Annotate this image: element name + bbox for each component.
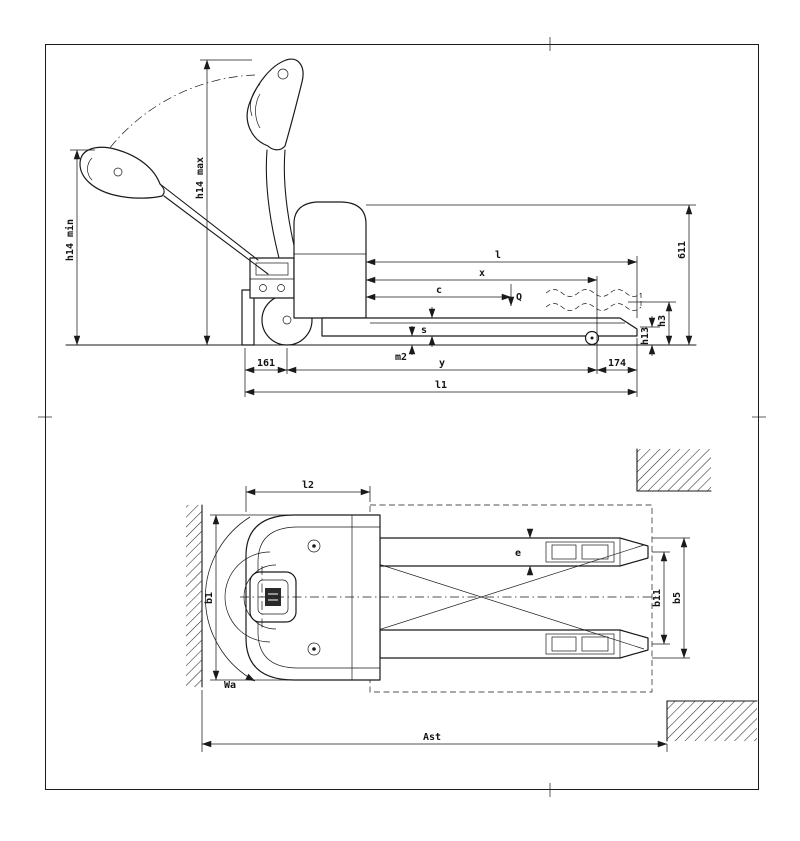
steer-wheel-pad bbox=[265, 588, 281, 606]
drive-wheel-hub bbox=[282, 315, 292, 325]
dimension-ast: Ast bbox=[201, 690, 668, 752]
dim-label-ast: Ast bbox=[423, 732, 441, 743]
dim-label-h14-min: h14 min bbox=[64, 219, 76, 261]
dim-label-b1: b1 bbox=[204, 592, 215, 604]
steer-wheel-unit bbox=[249, 571, 297, 623]
dim-label-h13: h13 bbox=[640, 327, 651, 345]
dim-label-b11: b11 bbox=[652, 589, 663, 607]
dimension-611: 611 bbox=[366, 204, 696, 346]
dim-label-161: 161 bbox=[257, 358, 275, 369]
bracket-bolt bbox=[259, 284, 267, 292]
side-view: h14 max h14 min l x bbox=[64, 58, 697, 397]
dim-label-x: x bbox=[479, 268, 485, 279]
dimension-l1: l1 bbox=[244, 380, 638, 396]
tiller-bracket-detail bbox=[255, 262, 289, 276]
dimension-l2: l2 bbox=[245, 480, 371, 512]
dim-label-e: e bbox=[515, 548, 521, 559]
plan-view-environment bbox=[186, 448, 758, 742]
dim-label-l2: l2 bbox=[302, 480, 314, 491]
body-bolt bbox=[307, 539, 321, 553]
dimension-e: e bbox=[515, 528, 534, 576]
plan-view-dimensions: l2 b1 e b11 bbox=[201, 480, 690, 752]
dimension-c: c bbox=[365, 285, 512, 301]
tiller-sweep-arc bbox=[224, 551, 271, 643]
dim-label-q: Q bbox=[516, 292, 522, 303]
dim-label-h3: h3 bbox=[657, 315, 668, 327]
load-wheel-assembly-top bbox=[545, 541, 615, 563]
dim-label-l1: l1 bbox=[435, 380, 447, 391]
dim-label-wa: Wa bbox=[224, 680, 236, 691]
fork-side bbox=[321, 317, 638, 337]
raised-fork-break-lines bbox=[545, 289, 642, 311]
tiller-swing-arc bbox=[91, 74, 256, 175]
dimension-x: x bbox=[365, 268, 598, 374]
dimension-wa: Wa bbox=[205, 516, 256, 691]
bracket-bolt bbox=[277, 284, 285, 292]
dim-label-b5: b5 bbox=[672, 592, 683, 604]
dim-label-y: y bbox=[439, 358, 445, 369]
tiller-upright-handle bbox=[246, 58, 304, 151]
load-wheel-assembly-bottom bbox=[545, 633, 615, 655]
dimension-m2: m2 bbox=[395, 326, 416, 363]
dimension-h14-min: h14 min bbox=[64, 149, 95, 346]
dimension-h13: h13 bbox=[640, 316, 660, 356]
body-bolt-center bbox=[312, 544, 316, 548]
dimension-b11: b11 bbox=[652, 551, 670, 645]
load-center-arrow: Q bbox=[507, 284, 522, 307]
tiller-bracket bbox=[249, 257, 295, 299]
dim-label-c: c bbox=[436, 285, 442, 296]
dim-label-h14-max: h14 max bbox=[195, 157, 206, 199]
dim-label-m2: m2 bbox=[395, 352, 407, 363]
pallet-outline bbox=[369, 504, 653, 693]
side-view-dimensions: h14 max h14 min l x bbox=[64, 59, 696, 397]
top-right-wall-hatch bbox=[636, 448, 712, 492]
dim-label-174: 174 bbox=[608, 358, 626, 369]
dimension-s: s bbox=[421, 307, 436, 347]
body-bolt-center bbox=[312, 647, 316, 651]
plan-view: l2 b1 e b11 bbox=[186, 448, 758, 752]
dim-label-611: 611 bbox=[677, 241, 688, 259]
dim-label-s: s bbox=[421, 325, 427, 336]
tiller-lowered bbox=[79, 146, 269, 275]
body-cover bbox=[293, 201, 367, 319]
side-view-truck bbox=[65, 58, 697, 346]
load-roller-hub bbox=[590, 336, 594, 340]
drawing-frame bbox=[38, 37, 766, 797]
plan-view-truck bbox=[224, 514, 656, 681]
left-wall-hatch bbox=[186, 504, 203, 688]
dimension-h14-max: h14 max bbox=[195, 59, 252, 346]
body-plan bbox=[245, 514, 381, 681]
dimension-h3: h3 bbox=[628, 301, 676, 346]
bottom-right-wall-hatch bbox=[666, 700, 758, 742]
dim-label-l: l bbox=[495, 250, 501, 261]
rear-plate bbox=[241, 289, 255, 346]
dimension-b5: b5 bbox=[652, 537, 690, 659]
body-bolt bbox=[307, 642, 321, 656]
